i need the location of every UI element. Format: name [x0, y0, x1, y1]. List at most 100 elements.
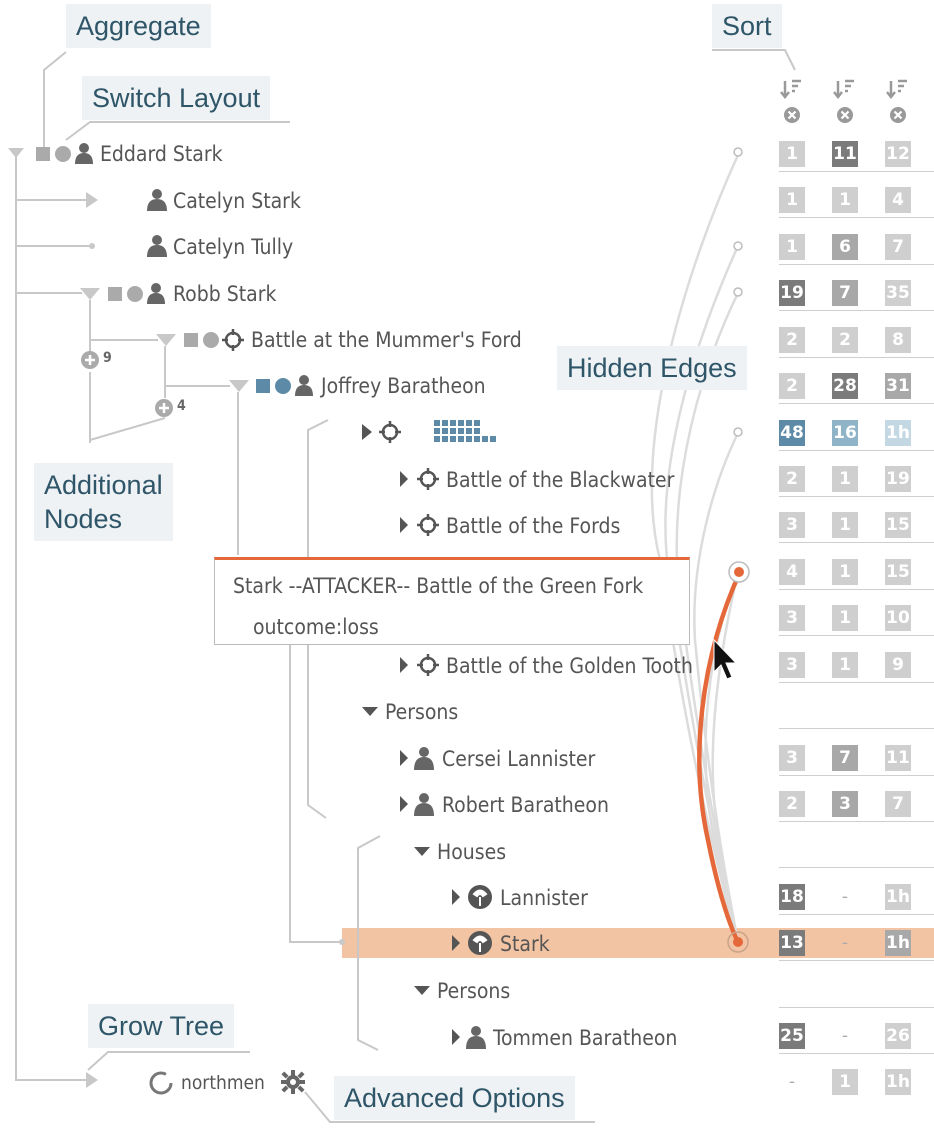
stat-cell: 18 [779, 884, 805, 910]
sort-desc-icon[interactable] [885, 78, 911, 124]
switch-layout-callout: Switch Layout [82, 76, 271, 120]
stat-cell [832, 977, 858, 1003]
chevron-down-icon[interactable] [360, 702, 380, 722]
group-label-persons[interactable]: Persons [385, 700, 459, 724]
additional-nodes-count: 4 [177, 398, 186, 414]
layout-toggle-icons[interactable] [254, 372, 320, 398]
sort-desc-icon[interactable] [779, 78, 805, 124]
node-label-catelyn-stark[interactable]: Catelyn Stark [173, 189, 301, 213]
node-label-joffrey[interactable]: Joffrey Baratheon [321, 374, 486, 398]
stat-cell: 3 [779, 745, 805, 771]
stat-cell: 2 [779, 466, 805, 492]
node-label-cersei[interactable]: Cersei Lannister [442, 747, 596, 771]
tree-row-eddard[interactable] [34, 140, 100, 168]
stat-cell: 8 [885, 327, 911, 353]
plus-circle-icon[interactable] [154, 398, 174, 418]
node-label-robert[interactable]: Robert Baratheon [442, 793, 609, 817]
stat-cell: 1 [779, 187, 805, 213]
row-separator [779, 867, 934, 868]
stat-cell: 2 [832, 327, 858, 353]
gear-icon[interactable] [280, 1069, 306, 1095]
stat-cell [779, 698, 805, 724]
house-sigil-icon [452, 885, 492, 909]
stat-cell: 1 [832, 652, 858, 678]
layout-toggle-icons[interactable] [182, 326, 248, 352]
node-label-golden-tooth[interactable]: Battle of the Golden Tooth [446, 654, 693, 678]
stat-cell: 3 [832, 791, 858, 817]
node-label-northmen[interactable]: northmen [181, 1072, 265, 1094]
row-separator [779, 217, 934, 218]
row-separator [779, 728, 934, 729]
stat-cell: 1 [832, 187, 858, 213]
stat-cell: 35 [885, 280, 911, 306]
sort-desc-icon[interactable] [832, 78, 858, 124]
row-separator [779, 775, 934, 776]
stat-cell: 1 [832, 1069, 858, 1095]
node-label-eddard[interactable]: Eddard Stark [100, 142, 223, 166]
node-label-tommen[interactable]: Tommen Baratheon [493, 1026, 678, 1050]
stat-cell: 15 [885, 512, 911, 538]
node-label-mummers-ford[interactable]: Battle at the Mummer's Ford [251, 328, 522, 352]
tooltip-edge-label: Stark --ATTACKER-- Battle of the Green F… [233, 574, 644, 598]
stat-cell: 11 [832, 141, 858, 167]
stat-cell: 1h [885, 884, 911, 910]
person-icon [400, 747, 434, 770]
row-separator [779, 682, 934, 683]
stat-cell: 7 [885, 791, 911, 817]
person-icon [147, 235, 167, 257]
stat-cell: 2 [779, 791, 805, 817]
group-label-persons-2[interactable]: Persons [437, 979, 511, 1003]
stat-cell: - [841, 887, 849, 907]
stat-cell [779, 837, 805, 863]
stat-cell: 4 [885, 187, 911, 213]
stat-cell: 1 [832, 512, 858, 538]
stat-cell: 7 [832, 745, 858, 771]
battle-icon [400, 468, 439, 490]
additional-nodes-callout: Additional Nodes [34, 463, 173, 541]
tooltip-edge-property: outcome:loss [253, 615, 379, 639]
stat-cell: 19 [885, 466, 911, 492]
row-separator [779, 635, 934, 636]
node-label-catelyn-tully[interactable]: Catelyn Tully [173, 235, 294, 259]
stat-cell: 1 [779, 234, 805, 260]
stat-cell: 3 [779, 512, 805, 538]
additional-nodes-badge[interactable] [154, 398, 174, 422]
person-icon [452, 1026, 486, 1049]
stat-cell: 1h [885, 930, 911, 956]
stat-cell [885, 977, 911, 1003]
house-sigil-icon [452, 931, 492, 955]
stat-cell: 25 [779, 1023, 805, 1049]
stat-cell: 16 [832, 420, 858, 446]
row-separator [779, 1007, 934, 1008]
stat-cell: - [841, 1026, 849, 1046]
aggregate-callout: Aggregate [66, 4, 211, 48]
stat-cell: 26 [885, 1023, 911, 1049]
stat-cell: 7 [832, 280, 858, 306]
stat-cell [832, 698, 858, 724]
stat-cell: 3 [779, 605, 805, 631]
node-label-robb[interactable]: Robb Stark [173, 282, 277, 306]
person-icon [147, 189, 167, 211]
battle-icon [400, 514, 439, 536]
stat-cell: 6 [832, 234, 858, 260]
layout-toggle-icons[interactable] [106, 280, 172, 306]
stat-cell: 31 [885, 373, 911, 399]
row-separator [779, 960, 934, 961]
chevron-down-icon[interactable] [412, 842, 432, 862]
chevron-down-icon[interactable] [412, 981, 432, 1001]
node-label-stark[interactable]: Stark [500, 932, 550, 956]
layout-toggle-icons[interactable] [34, 140, 100, 166]
group-label-houses[interactable]: Houses [437, 840, 507, 864]
node-label-fords[interactable]: Battle of the Fords [446, 514, 621, 538]
plus-circle-icon[interactable] [80, 350, 100, 370]
stat-cell: 1 [832, 559, 858, 585]
row-separator [779, 403, 934, 404]
node-label-blackwater[interactable]: Battle of the Blackwater [446, 468, 675, 492]
stat-cell: 11 [885, 745, 911, 771]
stat-cell: 12 [885, 141, 911, 167]
stat-cell: 2 [779, 373, 805, 399]
additional-nodes-badge[interactable] [80, 350, 100, 374]
aggregated-battles-row[interactable] [360, 418, 510, 452]
node-label-lannister[interactable]: Lannister [500, 886, 588, 910]
